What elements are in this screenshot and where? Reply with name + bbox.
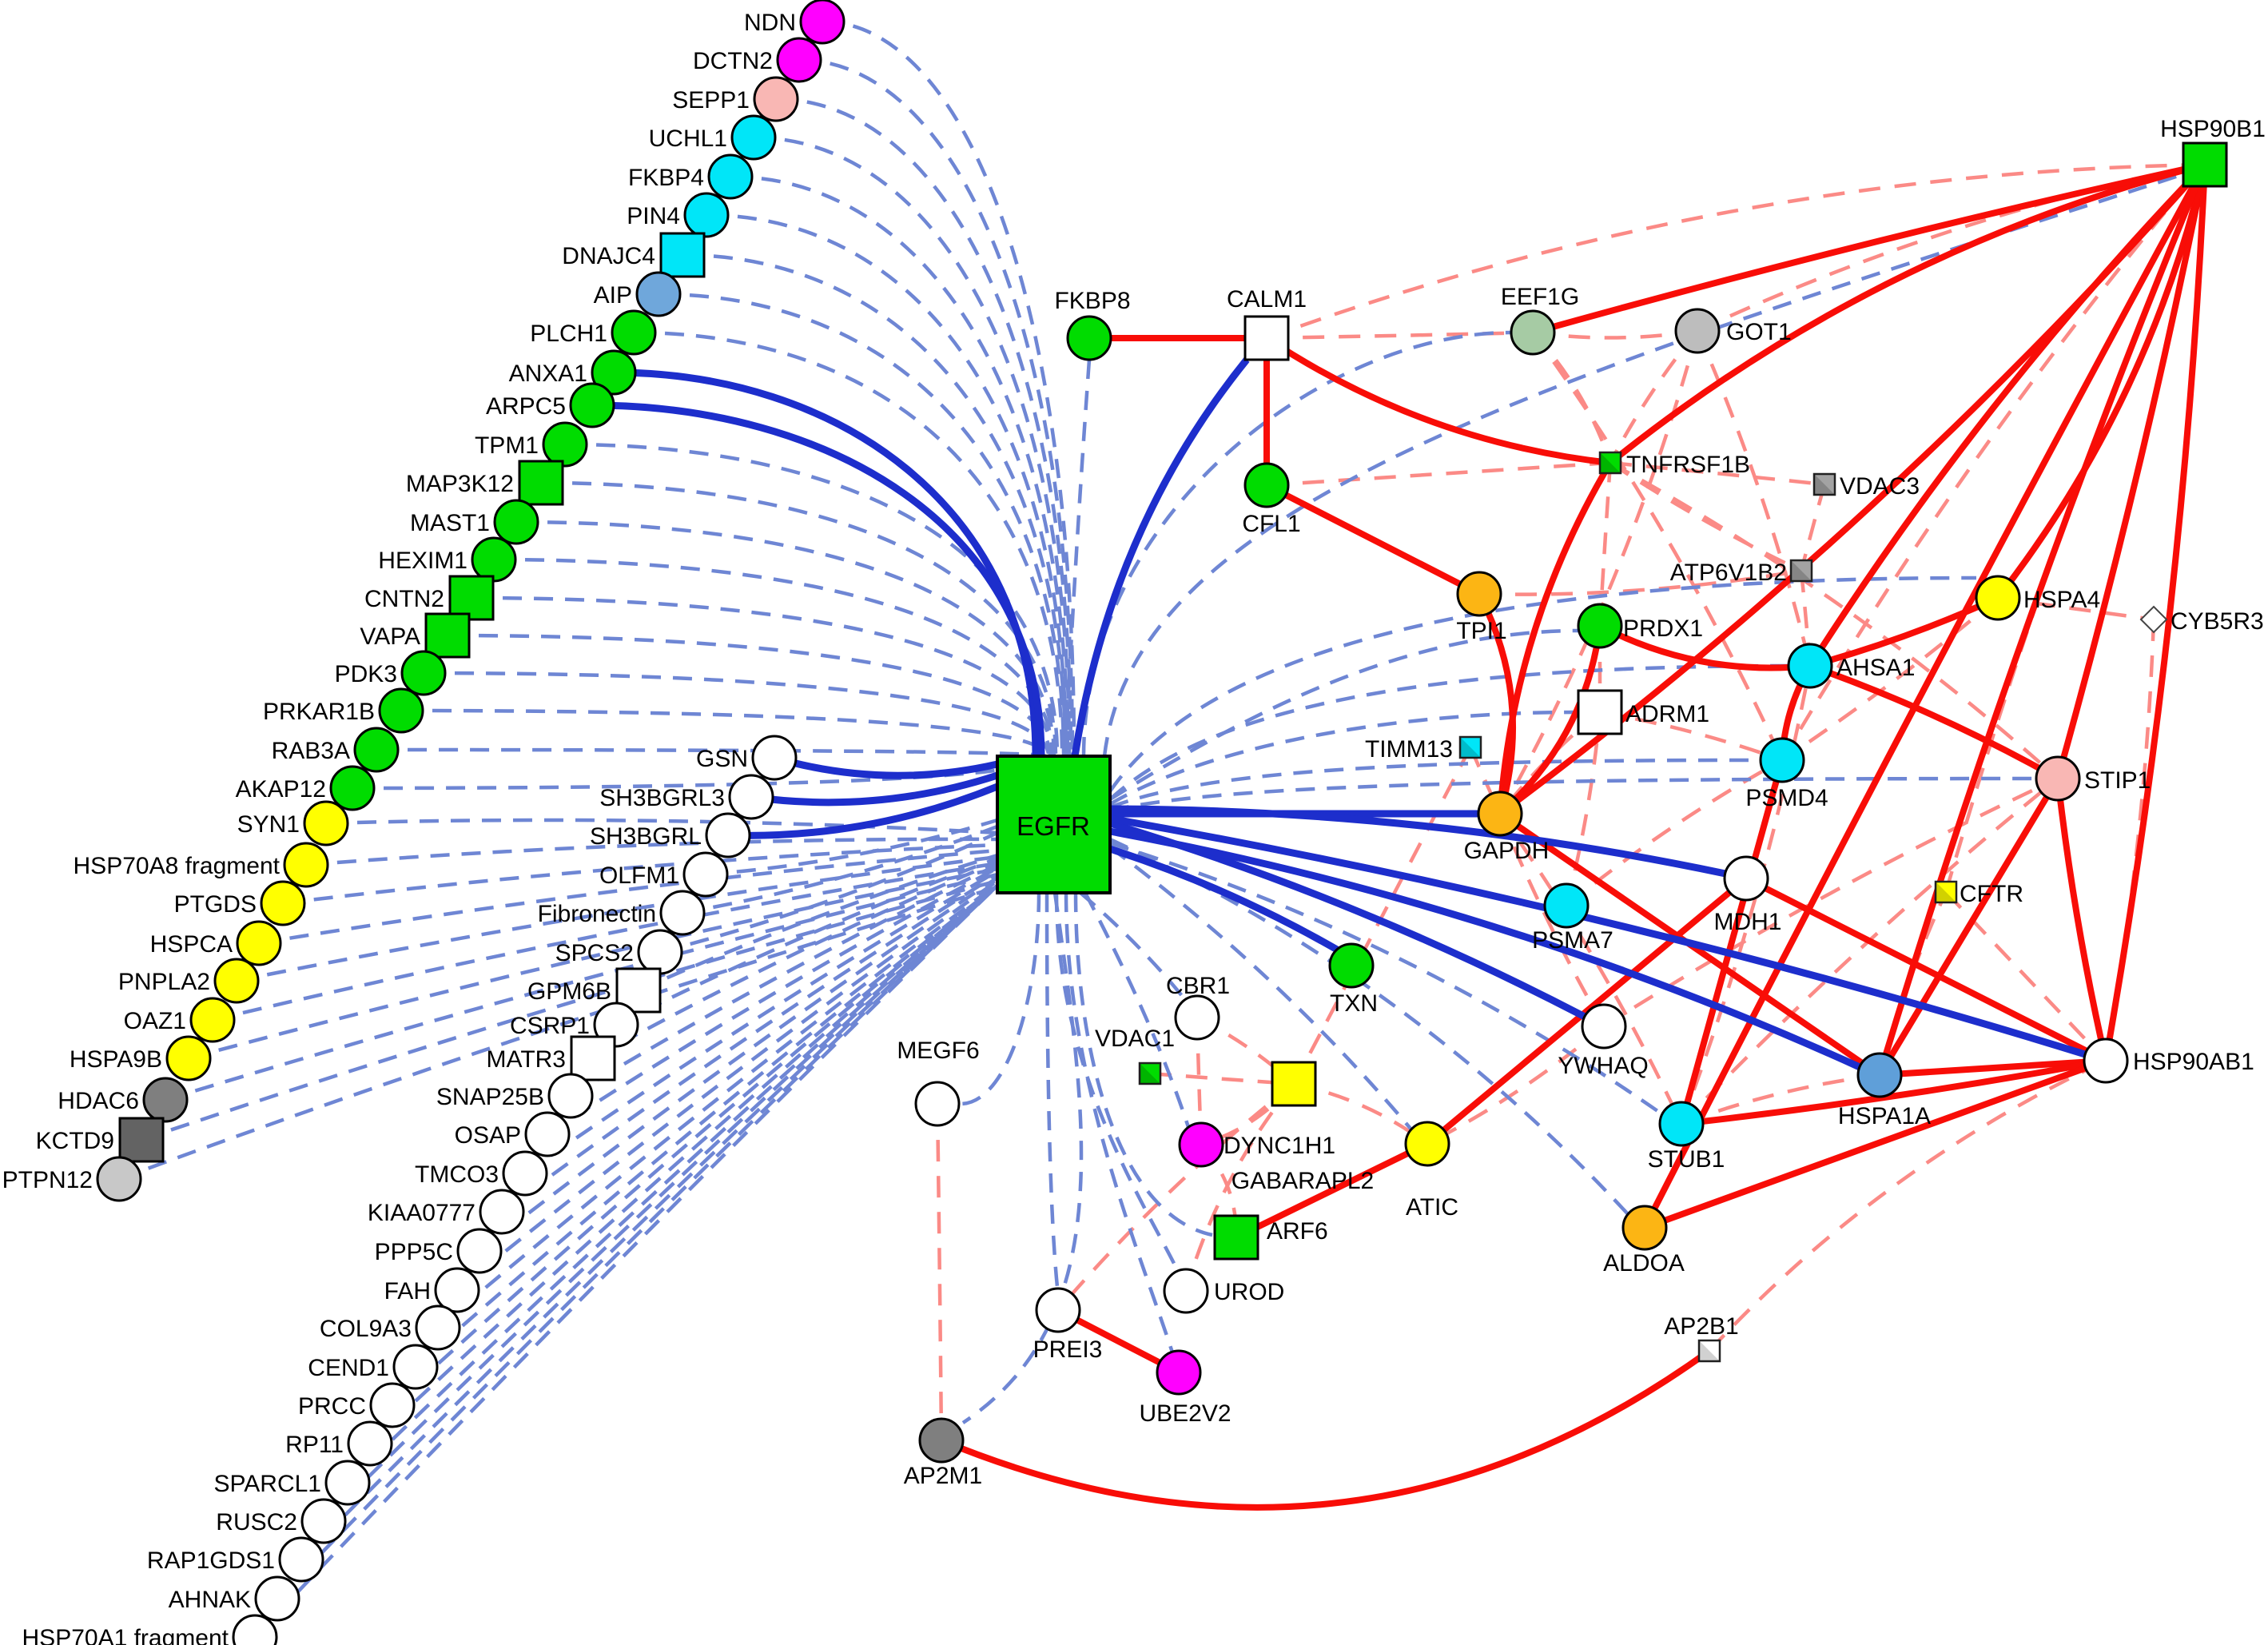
svg-text:PTGDS: PTGDS (174, 891, 257, 918)
svg-text:SYN1: SYN1 (237, 811, 300, 838)
svg-text:EEF1G: EEF1G (1501, 284, 1579, 310)
svg-text:HSPCA: HSPCA (150, 931, 233, 958)
svg-text:SH3BGRL: SH3BGRL (590, 823, 702, 850)
svg-text:TIMM13: TIMM13 (1365, 736, 1453, 763)
svg-text:ARPC5: ARPC5 (486, 393, 566, 420)
svg-text:ADRM1: ADRM1 (1625, 701, 1709, 727)
svg-text:HSPA4: HSPA4 (2023, 587, 2100, 613)
svg-text:AHNAK: AHNAK (169, 1587, 251, 1613)
svg-text:PSMD4: PSMD4 (1745, 785, 1828, 811)
svg-text:OSAP: OSAP (455, 1122, 521, 1149)
svg-text:DCTN2: DCTN2 (693, 48, 773, 74)
svg-text:ANXA1: ANXA1 (509, 360, 587, 387)
svg-text:HEXIM1: HEXIM1 (378, 548, 468, 574)
svg-text:ARF6: ARF6 (1267, 1218, 1328, 1245)
svg-text:AP2B1: AP2B1 (1664, 1313, 1738, 1340)
svg-text:DYNC1H1: DYNC1H1 (1224, 1133, 1335, 1159)
svg-text:SNAP25B: SNAP25B (436, 1084, 544, 1110)
svg-text:PNPLA2: PNPLA2 (118, 969, 210, 995)
svg-text:PRKAR1B: PRKAR1B (263, 699, 375, 725)
svg-text:ATP6V1B2: ATP6V1B2 (1670, 560, 1787, 586)
svg-text:HSPA9B: HSPA9B (70, 1046, 162, 1073)
svg-text:MDH1: MDH1 (1713, 909, 1781, 935)
svg-text:GAPDH: GAPDH (1464, 838, 1550, 864)
svg-text:TPI1: TPI1 (1456, 618, 1506, 644)
svg-text:STIP1: STIP1 (2084, 767, 2151, 794)
svg-text:CSRP1: CSRP1 (510, 1013, 590, 1039)
svg-text:GPM6B: GPM6B (527, 978, 611, 1005)
svg-text:EGFR: EGFR (1017, 811, 1090, 841)
svg-text:CYB5R3: CYB5R3 (2171, 608, 2264, 635)
svg-text:ALDOA: ALDOA (1603, 1250, 1685, 1277)
svg-text:PPP5C: PPP5C (375, 1239, 453, 1265)
svg-text:TXN: TXN (1330, 990, 1378, 1017)
svg-text:VAPA: VAPA (360, 623, 420, 650)
svg-text:FKBP4: FKBP4 (628, 165, 704, 191)
svg-text:AHSA1: AHSA1 (1836, 655, 1915, 681)
svg-text:CFTR: CFTR (1960, 881, 2023, 907)
svg-text:CFL1: CFL1 (1242, 511, 1300, 537)
svg-text:CALM1: CALM1 (1227, 286, 1307, 313)
svg-text:PRDX1: PRDX1 (1623, 615, 1703, 642)
svg-text:CNTN2: CNTN2 (364, 586, 444, 612)
svg-text:MATR3: MATR3 (487, 1046, 566, 1073)
svg-text:TMCO3: TMCO3 (415, 1161, 499, 1188)
svg-text:UROD: UROD (1214, 1279, 1284, 1305)
svg-text:RUSC2: RUSC2 (216, 1509, 297, 1535)
svg-text:CEND1: CEND1 (308, 1355, 389, 1381)
svg-text:AKAP12: AKAP12 (236, 776, 326, 803)
svg-text:SPCS2: SPCS2 (555, 940, 634, 966)
svg-text:HSP90B1: HSP90B1 (2160, 116, 2266, 142)
svg-text:KCTD9: KCTD9 (36, 1128, 114, 1154)
svg-text:FKBP8: FKBP8 (1054, 288, 1130, 314)
svg-text:VDAC3: VDAC3 (1840, 473, 1920, 500)
svg-text:SEPP1: SEPP1 (672, 87, 750, 114)
svg-text:AP2M1: AP2M1 (904, 1463, 982, 1489)
svg-text:AIP: AIP (594, 282, 632, 309)
svg-text:GOT1: GOT1 (1726, 319, 1792, 345)
svg-text:NDN: NDN (744, 10, 796, 36)
svg-text:TNFRSF1B: TNFRSF1B (1626, 452, 1750, 478)
svg-text:PDK3: PDK3 (335, 661, 397, 687)
svg-text:YWHAQ: YWHAQ (1558, 1053, 1648, 1079)
svg-text:CBR1: CBR1 (1166, 973, 1230, 999)
svg-text:RP11: RP11 (285, 1432, 344, 1458)
svg-text:GABARAPL2: GABARAPL2 (1231, 1168, 1374, 1194)
svg-text:Fibronectin: Fibronectin (538, 901, 656, 927)
svg-text:PRCC: PRCC (298, 1393, 366, 1420)
svg-text:STUB1: STUB1 (1648, 1146, 1725, 1173)
svg-text:TPM1: TPM1 (475, 432, 539, 459)
svg-text:PIN4: PIN4 (627, 203, 680, 229)
svg-text:HSPA1A: HSPA1A (1838, 1103, 1931, 1129)
svg-text:OAZ1: OAZ1 (124, 1008, 186, 1034)
svg-text:COL9A3: COL9A3 (320, 1316, 412, 1342)
svg-text:HSP70A8 fragment: HSP70A8 fragment (74, 853, 281, 879)
svg-text:GSN: GSN (696, 746, 748, 772)
svg-text:DNAJC4: DNAJC4 (562, 243, 655, 269)
svg-text:HDAC6: HDAC6 (58, 1088, 139, 1114)
svg-text:MEGF6: MEGF6 (897, 1038, 979, 1064)
svg-text:MAP3K12: MAP3K12 (406, 471, 514, 497)
svg-text:VDAC1: VDAC1 (1095, 1026, 1175, 1052)
svg-text:PTPN12: PTPN12 (2, 1167, 93, 1193)
svg-text:UBE2V2: UBE2V2 (1139, 1400, 1231, 1427)
svg-text:PLCH1: PLCH1 (530, 321, 607, 347)
svg-text:OLFM1: OLFM1 (599, 862, 679, 889)
svg-text:SPARCL1: SPARCL1 (213, 1471, 321, 1497)
svg-text:PSMA7: PSMA7 (1532, 927, 1613, 954)
svg-text:HSP90AB1: HSP90AB1 (2133, 1049, 2254, 1075)
svg-text:SH3BGRL3: SH3BGRL3 (599, 785, 725, 811)
svg-text:HSP70A1 fragment: HSP70A1 fragment (22, 1625, 229, 1645)
svg-text:PREI3: PREI3 (1033, 1336, 1103, 1363)
svg-text:KIAA0777: KIAA0777 (368, 1200, 475, 1226)
svg-text:RAP1GDS1: RAP1GDS1 (147, 1547, 275, 1574)
svg-text:MAST1: MAST1 (410, 510, 490, 536)
svg-text:ATIC: ATIC (1406, 1194, 1458, 1221)
svg-text:RAB3A: RAB3A (272, 738, 350, 764)
svg-text:FAH: FAH (384, 1278, 431, 1304)
svg-text:UCHL1: UCHL1 (649, 125, 727, 152)
